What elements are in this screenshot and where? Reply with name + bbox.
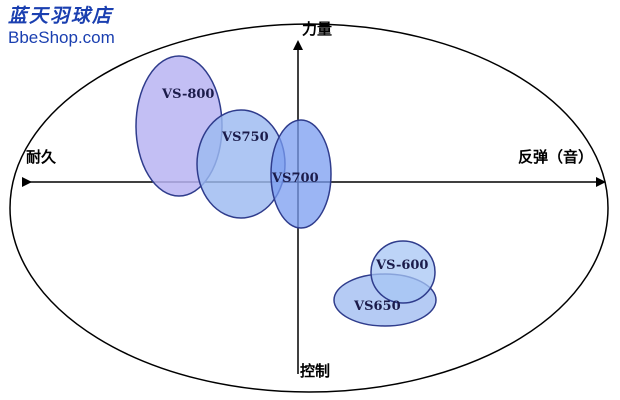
outer-ellipse — [9, 23, 609, 393]
bubble-vs700[interactable] — [270, 119, 332, 229]
label-vs650: VS650 — [353, 299, 401, 314]
brand-name-en: BbeShop.com — [8, 28, 115, 47]
axis-label-repulsion: 反弹（音） — [518, 148, 594, 166]
axis-label-control: 控制 — [300, 362, 331, 380]
label-vs-600: VS-600 — [375, 258, 428, 273]
label-vs750: VS750 — [221, 130, 269, 145]
bubble-vs-600[interactable] — [370, 240, 436, 304]
brand-name-cn: 蓝天羽球店 — [8, 5, 114, 27]
brand-logo[interactable]: 蓝天羽球店 BbeShop.com — [8, 4, 138, 48]
axis-label-durability: 耐久 — [26, 148, 57, 166]
label-vs-800: VS-800 — [161, 87, 214, 102]
axis-label-power: 力量 — [302, 20, 333, 38]
label-vs700: VS700 — [271, 171, 319, 186]
